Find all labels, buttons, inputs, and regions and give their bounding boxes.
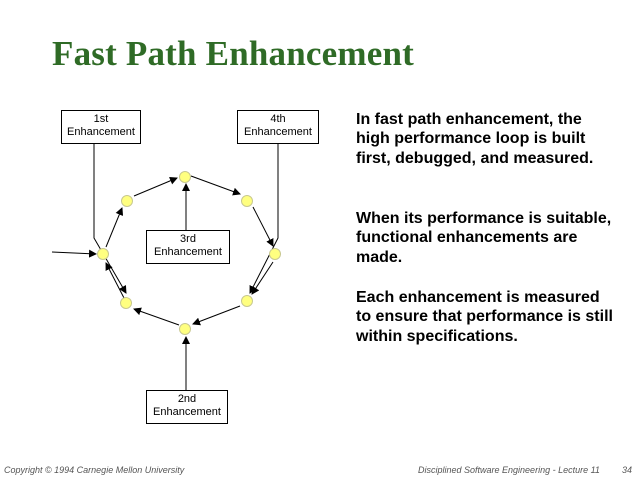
enhancement-2nd-line2: Enhancement	[153, 406, 221, 418]
footer-course: Disciplined Software Engineering - Lectu…	[418, 465, 600, 475]
loop-node-bottom	[179, 323, 191, 335]
loop-arc-right-lower	[251, 261, 274, 295]
enhancement-3rd-line2: Enhancement	[154, 246, 222, 258]
connector-1st	[93, 144, 127, 294]
enhancement-4th-line1: 4th	[270, 113, 286, 125]
loop-arc-right-upper	[252, 206, 274, 247]
slide-title: Fast Path Enhancement	[52, 34, 414, 73]
paragraph-each-enhancement: Each enhancement is measured to ensure t…	[356, 289, 613, 345]
enhancement-box-2nd: 2nd Enhancement	[146, 390, 228, 424]
enhancement-box-1st: 1st Enhancement	[61, 110, 141, 144]
loop-arc-bottom-right	[192, 305, 241, 326]
enhancement-1st-line1: 1st	[93, 113, 109, 125]
loop-node-right	[269, 248, 281, 260]
enhancement-4th-line2: Enhancement	[244, 126, 312, 138]
loop-arc-left-upper	[105, 207, 124, 248]
loop-node-lower-left	[120, 297, 132, 309]
loop-node-top	[179, 171, 191, 183]
entry-arrow	[51, 249, 97, 258]
enhancement-box-3rd: 3rd Enhancement	[146, 230, 230, 264]
footer-page-number: 34	[622, 465, 633, 475]
enhancement-1st-line2: Enhancement	[67, 126, 135, 138]
enhancement-2nd-line1: 2nd	[177, 393, 197, 405]
enhancement-3rd-line1: 3rd	[180, 233, 196, 245]
loop-node-upper-right	[241, 195, 253, 207]
loop-arc-top-right	[190, 175, 241, 196]
loop-node-lower-right	[241, 295, 253, 307]
paragraph-performance-suitable: When its performance is suitable, functi…	[356, 210, 612, 266]
paragraph-fast-path: In fast path enhancement, the high perfo…	[356, 111, 594, 167]
loop-node-upper-left	[121, 195, 133, 207]
loop-arc-left-lower	[105, 262, 125, 299]
loop-node-left	[97, 248, 109, 260]
loop-arc-top-left	[133, 177, 178, 197]
footer-copyright: Copyright © 1994 Carnegie Mellon Univers…	[4, 465, 185, 475]
connector-4th	[249, 144, 279, 294]
loop-arc-bottom-left	[133, 307, 180, 326]
enhancement-box-4th: 4th Enhancement	[237, 110, 319, 144]
